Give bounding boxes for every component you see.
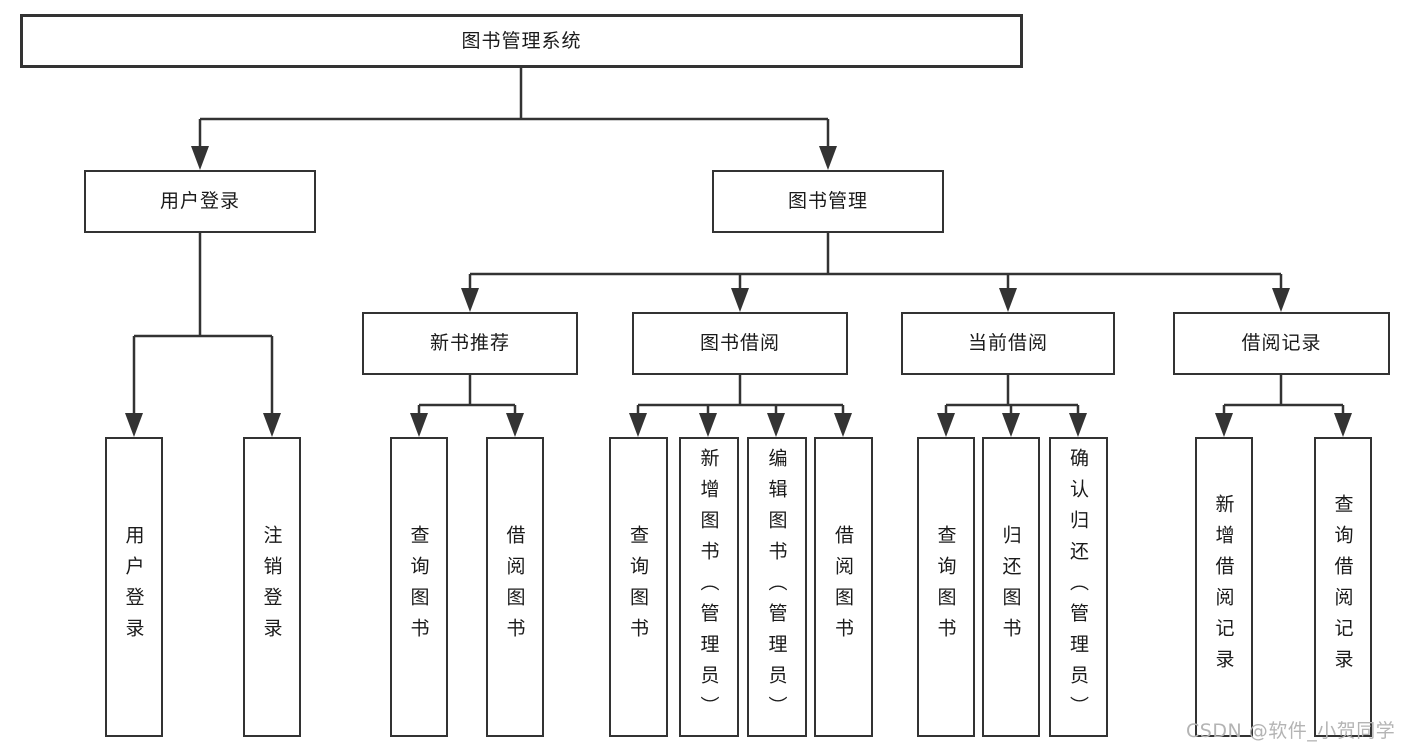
node-leaf-logout-login: 注销登录 [243, 437, 301, 737]
leaf-label: 查询图书 [627, 525, 649, 649]
node-leaf-confirm-return-admin: 确认归还（管理员） [1049, 437, 1108, 737]
connector-book-borrowing-to-leaves [636, 375, 845, 417]
connector-book-management-to-level3 [468, 233, 1283, 292]
leaf-label: 借阅图书 [503, 525, 526, 649]
connector-new-book-recommend-to-leaves [417, 375, 517, 417]
leaf-label: 注销登录 [260, 525, 283, 649]
node-leaf-add-borrow-record: 新增借阅记录 [1195, 437, 1253, 737]
node-book-borrowing: 图书借阅 [632, 312, 848, 375]
leaf-label: 新增图书（管理员） [697, 447, 720, 727]
connector-current-borrowing-to-leaves [944, 375, 1080, 417]
node-user-login: 用户登录 [84, 170, 316, 233]
node-leaf-borrow-books-recommend: 借阅图书 [486, 437, 544, 737]
leaf-label: 用户登录 [122, 525, 145, 649]
node-leaf-return-books: 归还图书 [982, 437, 1040, 737]
leaf-label: 查询图书 [407, 525, 430, 649]
node-current-borrowing: 当前借阅 [901, 312, 1115, 375]
leaf-label: 归还图书 [999, 525, 1022, 649]
node-leaf-query-books-current: 查询图书 [917, 437, 975, 737]
leaf-label: 借阅图书 [832, 525, 854, 649]
connector-user-login-to-leaves [132, 233, 274, 417]
leaf-label: 查询图书 [934, 525, 957, 649]
node-borrow-records: 借阅记录 [1173, 312, 1390, 375]
connector-user-login-arrowheads [125, 413, 281, 437]
node-leaf-query-books-recommend: 查询图书 [390, 437, 448, 737]
node-leaf-query-borrow-record: 查询借阅记录 [1314, 437, 1372, 737]
node-book-management: 图书管理 [712, 170, 944, 233]
node-leaf-edit-books-admin: 编辑图书（管理员） [747, 437, 807, 737]
connector-book-borrowing-arrowheads [629, 413, 852, 437]
node-leaf-query-books-borrowing: 查询图书 [609, 437, 668, 737]
connector-root-to-level2 [198, 68, 830, 148]
leaf-label: 编辑图书（管理员） [765, 447, 788, 727]
leaf-label: 新增借阅记录 [1212, 494, 1235, 680]
leaf-label: 查询借阅记录 [1331, 494, 1354, 680]
connector-borrow-records-arrowheads [1215, 413, 1352, 437]
connector-current-borrowing-arrowheads [937, 413, 1087, 437]
connector-new-book-recommend-arrowheads [410, 413, 524, 437]
node-new-book-recommend: 新书推荐 [362, 312, 578, 375]
leaf-label: 确认归还（管理员） [1067, 447, 1089, 727]
watermark: CSDN @软件_小贺同学 [1186, 720, 1396, 742]
node-leaf-add-books-admin: 新增图书（管理员） [679, 437, 739, 737]
connector-borrow-records-to-leaves [1222, 375, 1345, 417]
node-leaf-user-login: 用户登录 [105, 437, 163, 737]
node-leaf-borrow-books-borrowing: 借阅图书 [814, 437, 873, 737]
node-root: 图书管理系统 [20, 14, 1023, 68]
connector-book-management-arrowheads [461, 288, 1290, 312]
connector-root-to-level2-arrowheads [191, 146, 837, 170]
